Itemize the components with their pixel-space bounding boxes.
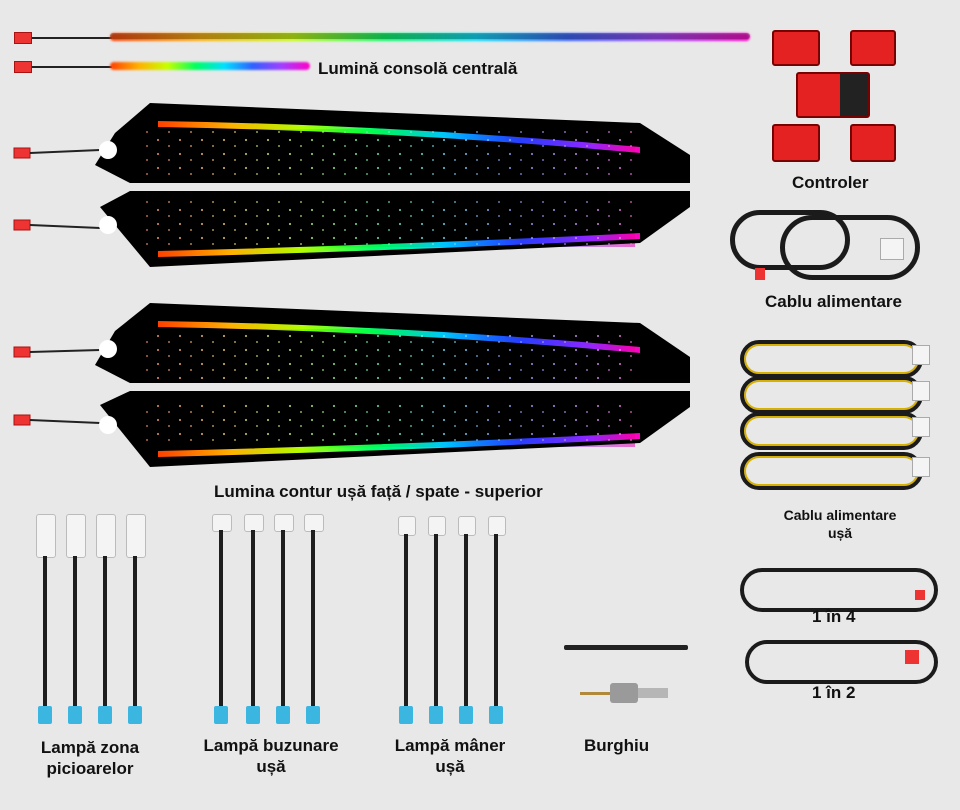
- door-panel-4: [99, 391, 690, 467]
- door-contour-panels: [13, 103, 690, 467]
- one-in-two-label: 1 în 2: [812, 683, 856, 702]
- footwell-lamp-label: Lampă zona picioarelor: [20, 737, 160, 780]
- door-panel-3: [95, 303, 690, 383]
- door-panel-1: [95, 103, 690, 183]
- handle-lamp-label: Lampă mâner ușă: [380, 735, 520, 778]
- controller-label: Controler: [792, 173, 869, 192]
- drill-label: Burghiu: [584, 736, 650, 755]
- pocket-lamp-label: Lampă buzunare ușă: [190, 735, 352, 778]
- power-cable-label: Cablu alimentare: [765, 292, 902, 311]
- door-power-cable-label: Cablu alimentare ușă: [765, 507, 915, 542]
- footwell-label-line1: Lampă zona: [40, 738, 140, 757]
- pocket-label-line1: Lampă buzunare: [203, 736, 339, 755]
- one-in-four-label: 1 în 4: [812, 607, 856, 626]
- door-panel-2: [99, 191, 690, 267]
- pocket-label-line2: ușă: [256, 757, 286, 777]
- footwell-label-line2: picioarelor: [46, 759, 134, 779]
- handle-label-line2: ușă: [435, 757, 465, 777]
- door-contour-label: Lumina contur ușă față / spate - superio…: [214, 482, 543, 501]
- console-light-label: Lumină consolă centrală: [318, 59, 518, 78]
- door-power-cable-label-line1: Cablu alimentare: [783, 507, 897, 523]
- door-power-cable-label-line2: ușă: [827, 524, 853, 541]
- handle-label-line1: Lampă mâner: [394, 736, 506, 755]
